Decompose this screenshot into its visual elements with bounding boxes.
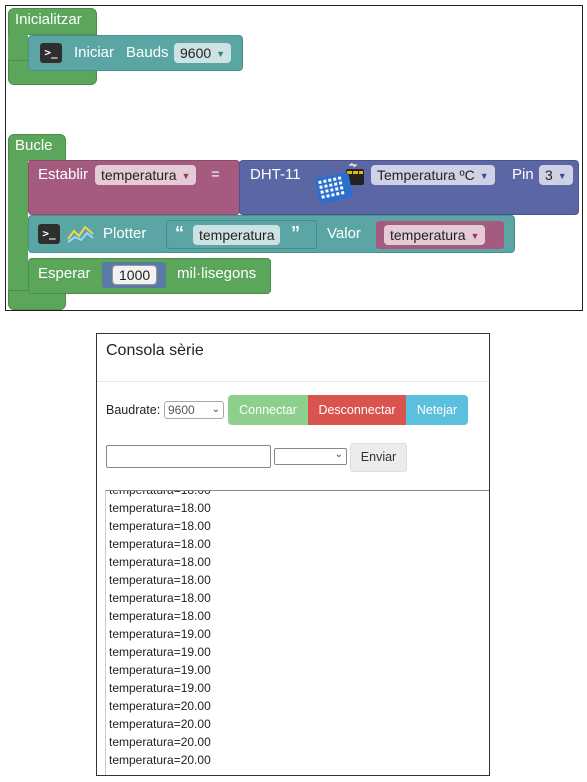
clear-button[interactable]: Netejar	[406, 395, 468, 425]
sensor-pin-value: 3	[545, 167, 553, 183]
console-title: Consola sèrie	[106, 342, 204, 359]
serial-output-line: temperatura=19.00	[109, 645, 211, 659]
plotter-text-value: temperatura	[199, 227, 275, 243]
baudrate-label: Baudrate:	[106, 403, 161, 417]
serial-output-line: temperatura=19.00	[109, 627, 211, 641]
serial-output-line: temperatura=20.00	[109, 699, 211, 713]
wait-label: Esperar	[38, 265, 91, 282]
triangle-down-icon: ▼	[470, 231, 480, 242]
baudrate-select[interactable]: 9600 ⌄	[164, 401, 224, 419]
init-block-spine	[8, 34, 28, 60]
plotter-open-quote: “	[175, 223, 184, 243]
serial-output-line: temperatura=20.00	[109, 753, 211, 767]
chevron-down-icon: ⌄	[211, 404, 220, 415]
triangle-down-icon: ▼	[479, 171, 489, 182]
sensor-pin-label: Pin	[512, 166, 534, 183]
bauds-dropdown-value: 9600	[180, 45, 212, 61]
serial-output-line: temperatura=18.00	[109, 591, 211, 605]
set-variable-equals: =	[211, 166, 220, 183]
plotter-variable-dropdown[interactable]: temperatura ▼	[384, 225, 486, 245]
loop-block[interactable]	[8, 134, 66, 161]
send-button[interactable]: Enviar	[350, 443, 407, 472]
serial-send-input[interactable]	[106, 445, 271, 468]
sensor-measure-value: Temperatura ºC	[377, 167, 475, 183]
terminal-icon: >_	[38, 224, 60, 244]
triangle-down-icon: ▼	[557, 171, 567, 182]
set-variable-dropdown[interactable]: temperatura ▼	[95, 165, 197, 185]
serial-bauds-label: Bauds	[126, 44, 169, 61]
serial-output-line: temperatura=20.00	[109, 717, 211, 731]
terminal-icon: >_	[40, 43, 62, 63]
serial-output-line: temperatura=20.00	[109, 735, 211, 749]
dht11-sensor-icon	[315, 163, 364, 204]
serial-output-line: temperatura=18.00	[109, 609, 211, 623]
serial-output-line: temperatura=19.00	[109, 681, 211, 695]
chevron-down-icon: ⌄	[334, 449, 343, 460]
loop-block-spine	[8, 160, 28, 290]
plotter-variable-value: temperatura	[390, 227, 466, 243]
serial-console: Consola sèrie Baudrate: 9600 ⌄ Connectar…	[96, 333, 490, 776]
line-ending-select[interactable]: ⌄	[274, 448, 347, 465]
console-divider	[97, 381, 489, 382]
wait-unit-label: mil·lisegons	[177, 265, 257, 282]
baudrate-select-value: 9600	[168, 403, 195, 417]
serial-output-line: temperatura=18.00	[109, 555, 211, 569]
serial-output-line: temperatura=19.00	[109, 663, 211, 677]
sensor-measure-dropdown[interactable]: Temperatura ºC ▼	[371, 165, 495, 185]
line-chart-icon	[67, 225, 94, 243]
bauds-dropdown[interactable]: 9600 ▼	[174, 43, 232, 63]
blockly-workspace[interactable]: Inicialitzar >_ Iniciar Bauds 9600 ▼ Bucl…	[5, 5, 583, 311]
serial-output-line: temperatura=18.00	[109, 519, 211, 533]
set-variable-dropdown-value: temperatura	[101, 167, 177, 183]
serial-output-line: temperatura=18.00	[109, 537, 211, 551]
loop-block-title: Bucle	[15, 137, 53, 154]
serial-output-line: temperatura=18.00	[109, 490, 211, 497]
serial-output-line: temperatura=18.00	[109, 573, 211, 587]
sensor-pin-dropdown[interactable]: 3▼	[539, 165, 573, 185]
wait-number-field[interactable]: 1000	[112, 265, 158, 285]
serial-output-lines: temperatura=18.00 temperatura=18.00 temper…	[106, 490, 489, 769]
serial-output[interactable]: temperatura=18.00 temperatura=18.00 temper…	[105, 490, 489, 775]
connect-button[interactable]: Connectar	[228, 395, 308, 425]
triangle-down-icon: ▼	[216, 49, 226, 60]
triangle-down-icon: ▼	[181, 171, 191, 182]
set-variable-label: Establir	[38, 166, 89, 183]
init-block[interactable]	[8, 8, 97, 35]
wait-number-value: 1000	[119, 267, 151, 283]
plotter-value-label: Valor	[327, 225, 361, 242]
serial-init-label: Iniciar	[74, 44, 115, 61]
disconnect-button[interactable]: Desconnectar	[308, 395, 406, 425]
init-block-title: Inicialitzar	[15, 11, 82, 28]
serial-output-line: temperatura=18.00	[109, 501, 211, 515]
plotter-label: Plotter	[103, 225, 147, 242]
dht11-sensor-name: DHT-11	[250, 166, 301, 183]
plotter-close-quote: ”	[291, 223, 300, 243]
plotter-text-field[interactable]: temperatura	[193, 225, 281, 245]
